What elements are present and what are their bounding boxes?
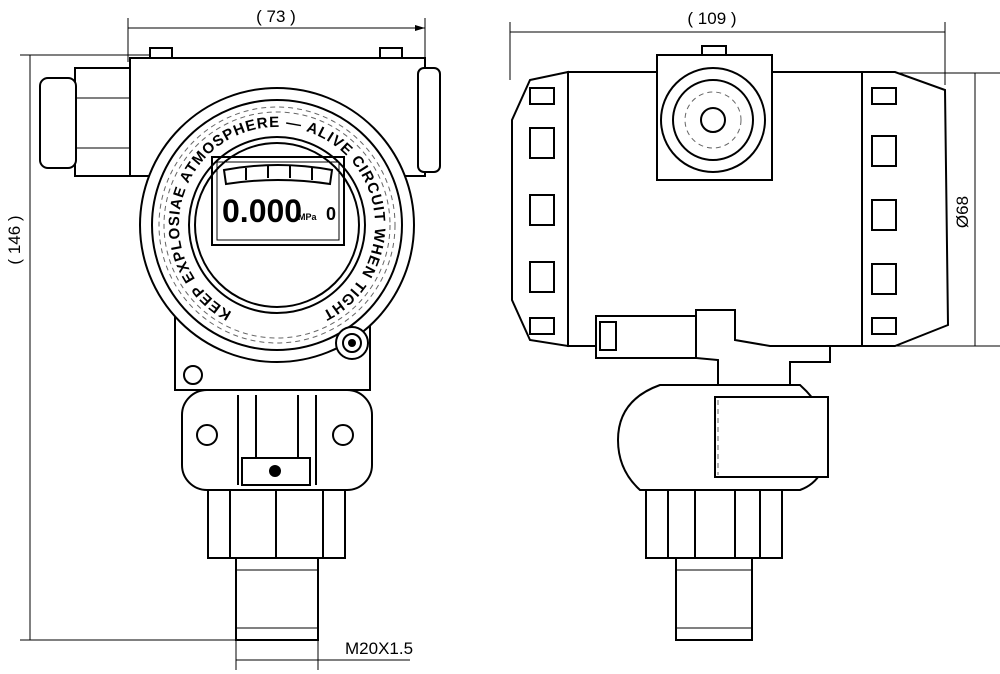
- dimension-height: ( 146 ): [5, 54, 236, 641]
- lcd-display: 0.000 MPa 0: [211, 156, 345, 246]
- display-reading: 0.000: [222, 193, 302, 229]
- dimension-width-side: ( 109 ): [509, 9, 946, 85]
- dimension-thread: M20X1.5: [235, 639, 413, 670]
- side-view: ( 109 ) Ø68: [509, 9, 1000, 641]
- display-unit: MPa: [298, 212, 318, 222]
- dimension-label: M20X1.5: [345, 639, 413, 658]
- bolt-hole-icon: [196, 424, 218, 446]
- dimension-label: ( 109 ): [687, 9, 736, 28]
- front-view: ( 73 ) ( 146 ) M20X1.5: [0, 0, 441, 670]
- display-trailing: 0: [326, 204, 336, 224]
- dimension-label: ( 73 ): [256, 7, 296, 26]
- bolt-hole-icon: [332, 424, 354, 446]
- dimension-label: ( 146 ): [5, 215, 24, 264]
- dimension-width-front: ( 73 ): [127, 7, 426, 62]
- dimension-label: Ø68: [953, 196, 972, 228]
